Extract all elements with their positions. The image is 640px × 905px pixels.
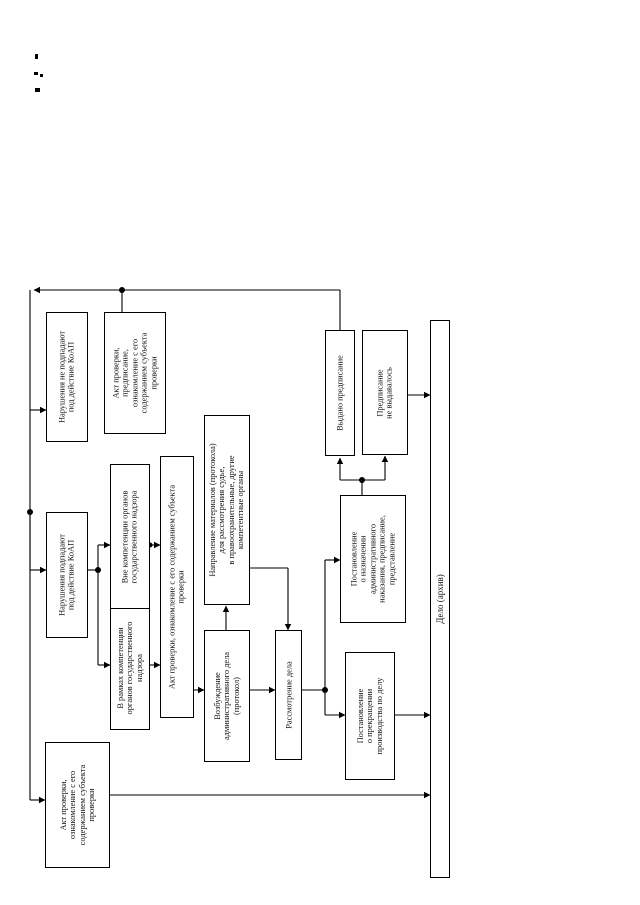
- junction-dot: [359, 477, 365, 483]
- node-narusheniya-ne-koap: Нарушения не подпадают под действие КоАП: [46, 312, 88, 442]
- node-vozbuzhdenie: Возбуждение административного дела (прот…: [204, 630, 250, 762]
- node-akt-left: Акт проверки, ознакомление с его содержа…: [160, 456, 194, 718]
- node-v-ramkah-text: В рамках компетенции органов государстве…: [115, 621, 144, 714]
- node-akt-left-text: Акт проверки, ознакомление с его содержа…: [167, 484, 186, 690]
- scan-speck: [40, 74, 43, 77]
- node-prekrashchenie: Постановление о прекращении производства…: [345, 652, 395, 780]
- node-naznachenie: Постановление о назначении административ…: [340, 495, 406, 623]
- junction-dot: [27, 509, 33, 515]
- node-delo-archive: Дело (архив): [430, 320, 450, 878]
- node-vne-text: Вне компетенции органов государственного…: [120, 490, 139, 583]
- node-rassmotrenie: Рассмотрение дела: [275, 630, 302, 760]
- node-vne: Вне компетенции органов государственного…: [110, 464, 150, 609]
- node-akt-main: Акт проверки, ознакомление с его содержа…: [45, 742, 110, 868]
- node-narusheniya-koap: Нарушения подпадают под действие КоАП: [46, 512, 88, 638]
- junction-dot: [322, 687, 328, 693]
- junction-dot: [119, 287, 125, 293]
- node-naznachenie-text: Постановление о назначении административ…: [349, 515, 397, 603]
- node-narusheniya-ne-koap-text: Нарушения не подпадают под действие КоАП: [57, 330, 76, 424]
- node-delo-archive-text: Дело (архив): [434, 574, 445, 624]
- node-napravlenie-text: Направление материалов (протокола) для р…: [208, 443, 246, 577]
- node-napravlenie: Направление материалов (протокола) для р…: [204, 415, 250, 605]
- node-akt-top: Акт проверки, предписание, ознакомление …: [104, 312, 166, 434]
- node-akt-top-text: Акт проверки, предписание, ознакомление …: [111, 332, 159, 414]
- scan-speck: [35, 54, 38, 59]
- node-vozbuzhdenie-text: Возбуждение административного дела (прот…: [212, 651, 241, 741]
- node-vydano-text: Выдано предписание: [335, 355, 345, 431]
- junction-dot: [95, 567, 101, 573]
- node-ne-vydavalos-text: Предписание не выдавалось: [375, 366, 394, 419]
- node-prekrashchenie-text: Постановление о прекращении производства…: [355, 677, 384, 755]
- node-narusheniya-koap-text: Нарушения подпадают под действие КоАП: [57, 534, 76, 616]
- node-v-ramkah: В рамках компетенции органов государстве…: [110, 605, 150, 730]
- scan-speck: [35, 88, 40, 92]
- node-vydano: Выдано предписание: [325, 330, 355, 456]
- node-ne-vydavalos: Предписание не выдавалось: [362, 330, 408, 455]
- node-akt-main-text: Акт проверки, ознакомление с его содержа…: [58, 764, 96, 846]
- scan-speck: [34, 72, 38, 75]
- node-rassmotrenie-text: Рассмотрение дела: [283, 661, 293, 729]
